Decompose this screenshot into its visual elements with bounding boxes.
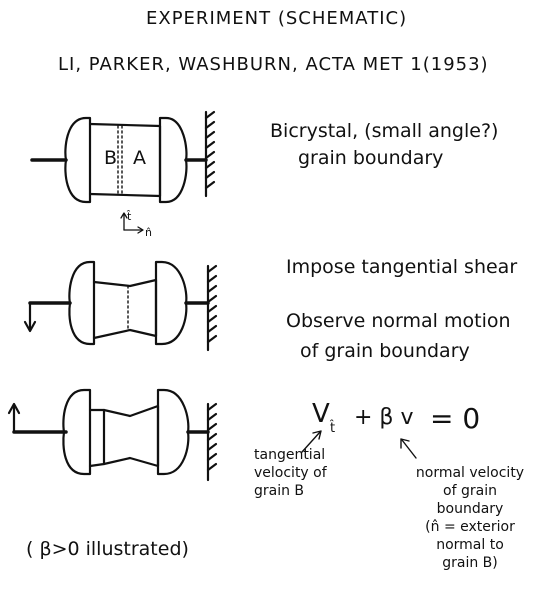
beta-illustrated-note: ( β>0 illustrated) xyxy=(26,538,189,560)
sheared-crystal-beta xyxy=(102,404,160,468)
left-grip xyxy=(64,116,92,204)
right-grip-beta xyxy=(156,388,190,476)
bicrystal-note-line2: grain boundary xyxy=(298,147,444,169)
grain-b-remaining xyxy=(88,408,106,468)
normal-line-1: normal velocity xyxy=(415,465,525,481)
wall-hatching xyxy=(204,110,216,190)
bicrystal-note-line1: Bicrystal, (small angle?) xyxy=(270,120,499,142)
reference-citation: LI, PARKER, WASHBURN, ACTA MET 1(1953) xyxy=(58,54,489,75)
tangential-velocity-note: tangential velocity of grain B xyxy=(254,446,364,500)
grain-a-label: A xyxy=(133,147,146,169)
right-grip xyxy=(158,116,188,204)
left-grip-beta xyxy=(62,388,92,476)
left-grip-sheared xyxy=(68,260,96,346)
sheared-crystal xyxy=(92,278,158,340)
wall-hatching-2 xyxy=(206,264,218,344)
equation-velocity: V xyxy=(312,399,330,429)
normal-line-3: boundary xyxy=(436,501,504,517)
tangential-line-3: grain B xyxy=(254,483,305,499)
tangential-line-2: velocity of xyxy=(254,465,327,481)
shear-note-line2: Observe normal motion xyxy=(286,310,511,332)
tangential-line-1: tangential xyxy=(254,447,326,463)
axis-n-label: n̂ xyxy=(145,226,152,239)
grain-b-label: B xyxy=(104,147,117,169)
page-title: EXPERIMENT (SCHEMATIC) xyxy=(146,8,408,29)
shear-diagram xyxy=(23,260,218,352)
pointer-tangential-head xyxy=(312,430,322,440)
shear-note-line3: of grain boundary xyxy=(300,340,470,362)
equation: V t̂ + β v = 0 xyxy=(301,399,480,459)
axes-icon xyxy=(120,212,144,234)
axis-t-label: t̂ xyxy=(126,210,132,223)
pointer-tangential xyxy=(301,431,321,453)
normal-velocity-note: normal velocity of grain boundary (n̂ = … xyxy=(406,464,534,572)
bicrystal-diagram: B A t̂ n̂ xyxy=(30,110,216,239)
equation-beta-term: + β v xyxy=(354,405,413,430)
arrow-down-icon xyxy=(23,320,37,333)
right-grip-sheared xyxy=(154,260,188,346)
wall-hatching-3 xyxy=(206,402,218,472)
arrow-up-icon xyxy=(7,402,21,415)
crystal-block xyxy=(88,122,162,198)
shear-note-line1: Impose tangential shear xyxy=(286,256,518,278)
equation-subscript: t̂ xyxy=(329,421,335,436)
normal-line-5: normal to xyxy=(436,537,504,553)
equation-equals: = 0 xyxy=(430,402,480,435)
pointer-normal xyxy=(401,439,417,459)
normal-line-2: of grain xyxy=(443,483,497,499)
pointer-normal-head xyxy=(400,438,410,449)
normal-line-6: grain B) xyxy=(442,555,498,571)
beta-diagram xyxy=(7,388,218,482)
normal-line-4: (n̂ = exterior xyxy=(425,519,515,535)
